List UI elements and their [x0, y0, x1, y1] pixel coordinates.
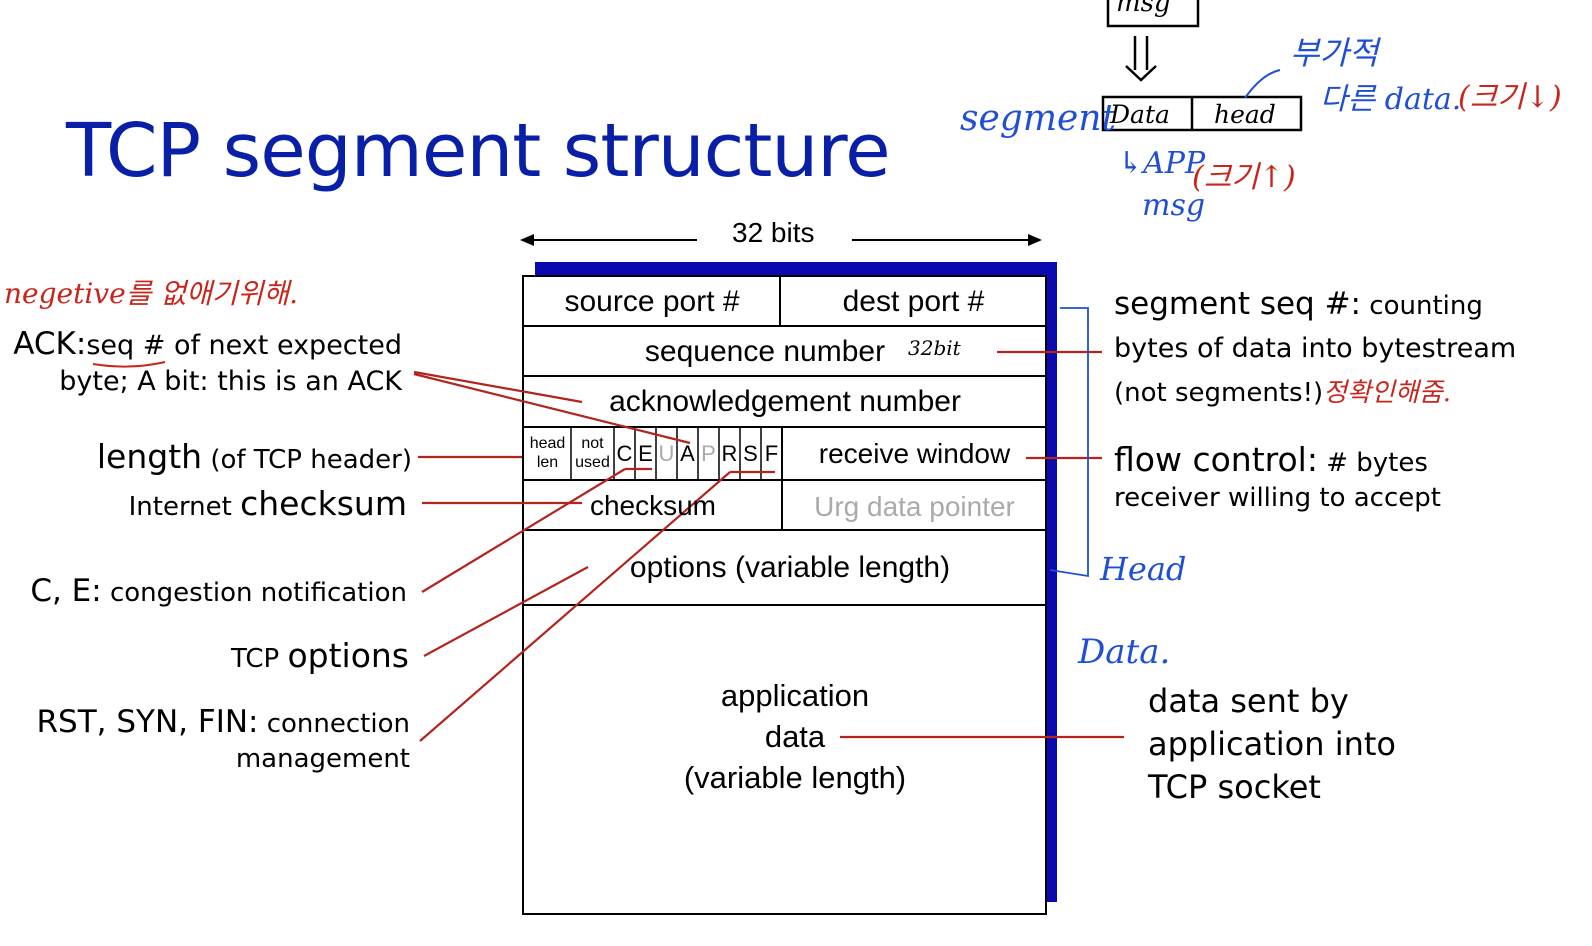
flow-label-line2: receiver willing to accept: [1114, 483, 1441, 513]
ack-label: ACK:seq # of next expected: [13, 326, 402, 362]
seq-bits-annotation: 32bit: [908, 336, 961, 360]
seq-label-line2: bytes of data into bytestream: [1114, 333, 1517, 364]
ack-number-field: acknowledgement number: [609, 385, 961, 418]
other-data-annotation: 다른 data.: [1320, 82, 1462, 117]
app-msg-annotation-2: msg: [1142, 188, 1206, 223]
app-msg-annotation: ↳APP: [1118, 146, 1206, 181]
options-field: options (variable length): [629, 551, 951, 584]
head-annotation: Head: [1100, 550, 1187, 588]
data-label: data sent by application into TCP socket: [1148, 682, 1396, 806]
msg-top-annotation: msg: [1116, 0, 1171, 18]
width-label: 32 bits: [732, 217, 815, 248]
rsf-label-line2: management: [235, 744, 410, 774]
receive-window-field: receive window: [818, 438, 1011, 469]
seq-label: segment seq #: counting: [1114, 286, 1483, 322]
size-up-annotation: (크기↑): [1192, 160, 1296, 195]
data-annotation: Data.: [1078, 632, 1171, 672]
size-down-annotation: (크기↓): [1458, 80, 1562, 115]
options-label: TCP options: [230, 636, 409, 675]
segment-box: [522, 275, 1047, 915]
flow-label: flow control: # bytes: [1114, 440, 1428, 479]
seq-label-line3: (not segments!)정확인해줌.: [1114, 378, 1452, 408]
flag-u: U: [658, 441, 675, 466]
enc-data-annotation: Data: [1110, 100, 1170, 129]
flag-f: F: [764, 441, 779, 466]
segment-annotation: segment: [960, 98, 1116, 139]
flag-r: R: [721, 441, 738, 466]
flag-a: A: [680, 441, 695, 466]
source-port-field: source port #: [564, 284, 740, 318]
urg-pointer-field: Urg data pointer: [814, 491, 1015, 522]
rsf-label: RST, SYN, FIN: connection: [36, 704, 410, 740]
length-label: length (of TCP header): [96, 437, 412, 476]
flag-p: P: [701, 441, 716, 466]
sub-annotation: 부가적: [1290, 34, 1379, 72]
flag-e: E: [638, 441, 653, 466]
sequence-number-field: sequence number: [644, 334, 886, 368]
checksum-field: checksum: [589, 489, 717, 521]
ce-label: C, E: congestion notification: [30, 573, 407, 609]
app-data-field: application data (variable length): [683, 678, 907, 795]
dest-port-field: dest port #: [842, 284, 985, 318]
ack-label-line2: byte; A bit: this is an ACK: [59, 366, 402, 397]
flag-c: C: [616, 441, 633, 466]
flag-s: S: [743, 441, 758, 466]
checksum-label: Internet checksum: [128, 484, 407, 523]
negative-annotation: negetive를 없애기위해.: [4, 277, 299, 310]
page-title: TCP segment structure: [66, 108, 891, 194]
enc-head-annotation: head: [1214, 100, 1276, 129]
